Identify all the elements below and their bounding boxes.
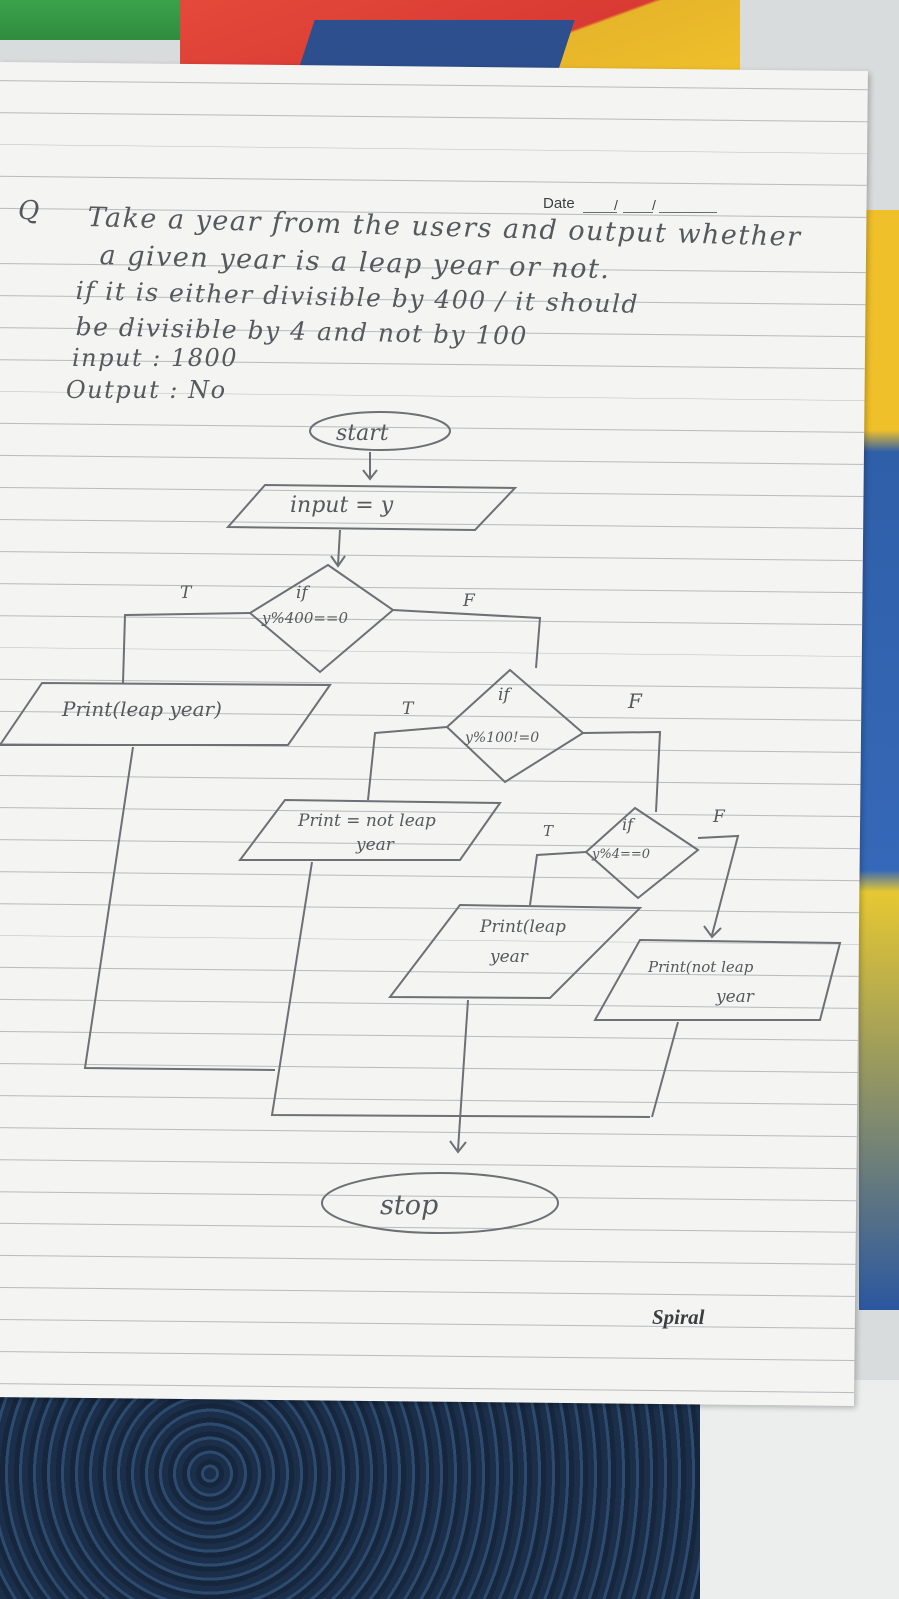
decision1-line1: if [296, 583, 310, 603]
decision2-line2: y%100!=0 [464, 730, 539, 746]
decision3-false-label: F [712, 807, 726, 827]
output4-parallelogram [593, 938, 842, 1021]
decision2-true-line [367, 726, 448, 801]
decision3-line2: y%4==0 [591, 847, 650, 862]
date-separator-1: / [614, 197, 618, 213]
output1-parallelogram [0, 681, 332, 746]
output4-line2: year [715, 987, 755, 1007]
stop-label: stop [380, 1190, 438, 1221]
output4-line1: Print(not leap [647, 958, 754, 976]
input-parallelogram [225, 483, 518, 532]
question-marker: Q [18, 196, 41, 226]
date-field-month [623, 212, 653, 213]
date-separator-2: / [652, 197, 656, 213]
output3-parallelogram [387, 903, 643, 1000]
decision1-true-line [122, 612, 251, 684]
decision2-diamond [445, 668, 585, 784]
date-label: Date [543, 195, 575, 212]
output2-line1: Print = not leap [297, 811, 436, 831]
decision3-diamond [584, 806, 700, 900]
decision2-false-line [582, 730, 662, 813]
decision3-true-label: T [543, 822, 554, 840]
decision1-false-label: F [462, 591, 476, 611]
output1-to-merge-line [83, 746, 276, 1071]
input-label: input = y [290, 493, 394, 518]
question-output: Output : No [66, 376, 227, 404]
output2-parallelogram [238, 798, 502, 861]
decision2-line1: if [498, 685, 512, 705]
decision3-false-line [697, 834, 740, 939]
decision2-false-label: F [627, 689, 643, 713]
decision1-diamond [248, 563, 395, 674]
decision1-false-line [392, 609, 542, 669]
decision3-line1: if [622, 815, 636, 834]
arrow-input-to-decision1 [330, 529, 346, 568]
background-side-folder [859, 210, 899, 1310]
date-field-year [659, 212, 717, 213]
output3-line2: year [489, 947, 529, 967]
decision1-line2: y%400==0 [261, 609, 348, 627]
arrow-start-to-input [362, 452, 378, 481]
output3-line1: Print(leap [479, 917, 566, 937]
notebook-brand: Spiral [652, 1305, 705, 1329]
output1-label: Print(leap year) [61, 697, 222, 721]
date-field-day [583, 212, 617, 213]
arrow-merge-to-stop [449, 999, 469, 1154]
stop-terminal [321, 1172, 559, 1234]
output2-line2: year [355, 835, 395, 855]
output4-to-merge-line [651, 1021, 679, 1118]
start-terminal [309, 411, 451, 451]
start-label: start [336, 421, 389, 446]
decision2-true-label: T [402, 699, 415, 719]
decision1-true-label: T [180, 583, 193, 603]
question-input: input : 1800 [72, 344, 239, 372]
decision3-true-line [529, 851, 587, 906]
output2-to-merge-line [270, 861, 651, 1118]
background-cloth [0, 1390, 700, 1599]
